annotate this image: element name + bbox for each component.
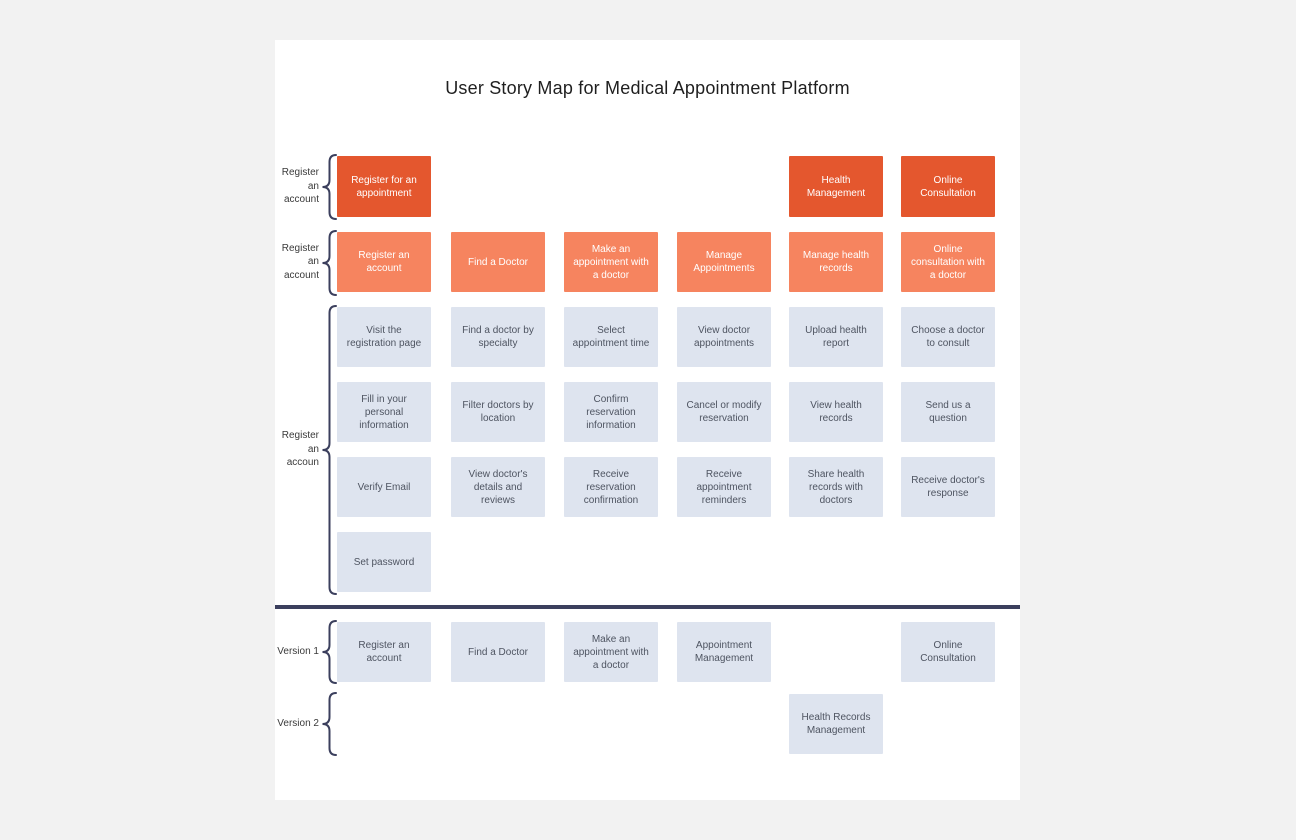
story-card[interactable]: Confirm reservation information: [564, 382, 658, 442]
brace-stories: [322, 305, 337, 595]
story-card[interactable]: Set password: [337, 532, 431, 592]
brace-version-1: [322, 620, 337, 684]
group-label-version-2: Version 2: [277, 718, 319, 730]
page-title: User Story Map for Medical Appointment P…: [445, 78, 850, 98]
release-card[interactable]: Appointment Management: [677, 622, 771, 682]
story-card[interactable]: Choose a doctor to consult: [901, 307, 995, 367]
story-card[interactable]: Cancel or modify reservation: [677, 382, 771, 442]
group-label-version-1: Version 1: [277, 646, 319, 658]
story-card[interactable]: Verify Email: [337, 457, 431, 517]
story-card[interactable]: Send us a question: [901, 382, 995, 442]
release-card[interactable]: Register an account: [337, 622, 431, 682]
feature-card[interactable]: Find a Doctor: [451, 232, 545, 292]
release-card[interactable]: Health Records Management: [789, 694, 883, 754]
story-card[interactable]: Receive doctor's response: [901, 457, 995, 517]
story-card[interactable]: Select appointment time: [564, 307, 658, 367]
feature-card[interactable]: Manage health records: [789, 232, 883, 292]
story-card[interactable]: Upload health report: [789, 307, 883, 367]
story-card[interactable]: Visit the registration page: [337, 307, 431, 367]
release-card[interactable]: Find a Doctor: [451, 622, 545, 682]
release-card[interactable]: Make an appointment with a doctor: [564, 622, 658, 682]
story-card[interactable]: Share health records with doctors: [789, 457, 883, 517]
story-card[interactable]: Filter doctors by location: [451, 382, 545, 442]
story-card[interactable]: Receive reservation confirmation: [564, 457, 658, 517]
epic-card[interactable]: Health Management: [789, 156, 883, 217]
story-card[interactable]: Fill in your personal information: [337, 382, 431, 442]
story-card[interactable]: Receive appointment reminders: [677, 457, 771, 517]
brace-epics: [322, 154, 337, 220]
group-label-stories: Register an accoun: [281, 430, 319, 469]
feature-card[interactable]: Manage Appointments: [677, 232, 771, 292]
feature-card[interactable]: Online consultation with a doctor: [901, 232, 995, 292]
group-label-features: Register an account: [281, 242, 319, 281]
story-card[interactable]: Find a doctor by specialty: [451, 307, 545, 367]
epic-card[interactable]: Register for an appointment: [337, 156, 431, 217]
brace-version-2: [322, 692, 337, 756]
story-card[interactable]: View doctor appointments: [677, 307, 771, 367]
brace-features: [322, 230, 337, 296]
story-card[interactable]: View health records: [789, 382, 883, 442]
group-label-epics: Register an account: [281, 167, 319, 206]
story-card[interactable]: View doctor's details and reviews: [451, 457, 545, 517]
release-card[interactable]: Online Consultation: [901, 622, 995, 682]
feature-card[interactable]: Register an account: [337, 232, 431, 292]
release-separator-line: [275, 605, 1020, 609]
story-map-canvas: User Story Map for Medical Appointment P…: [275, 40, 1020, 800]
epic-card[interactable]: Online Consultation: [901, 156, 995, 217]
feature-card[interactable]: Make an appointment with a doctor: [564, 232, 658, 292]
